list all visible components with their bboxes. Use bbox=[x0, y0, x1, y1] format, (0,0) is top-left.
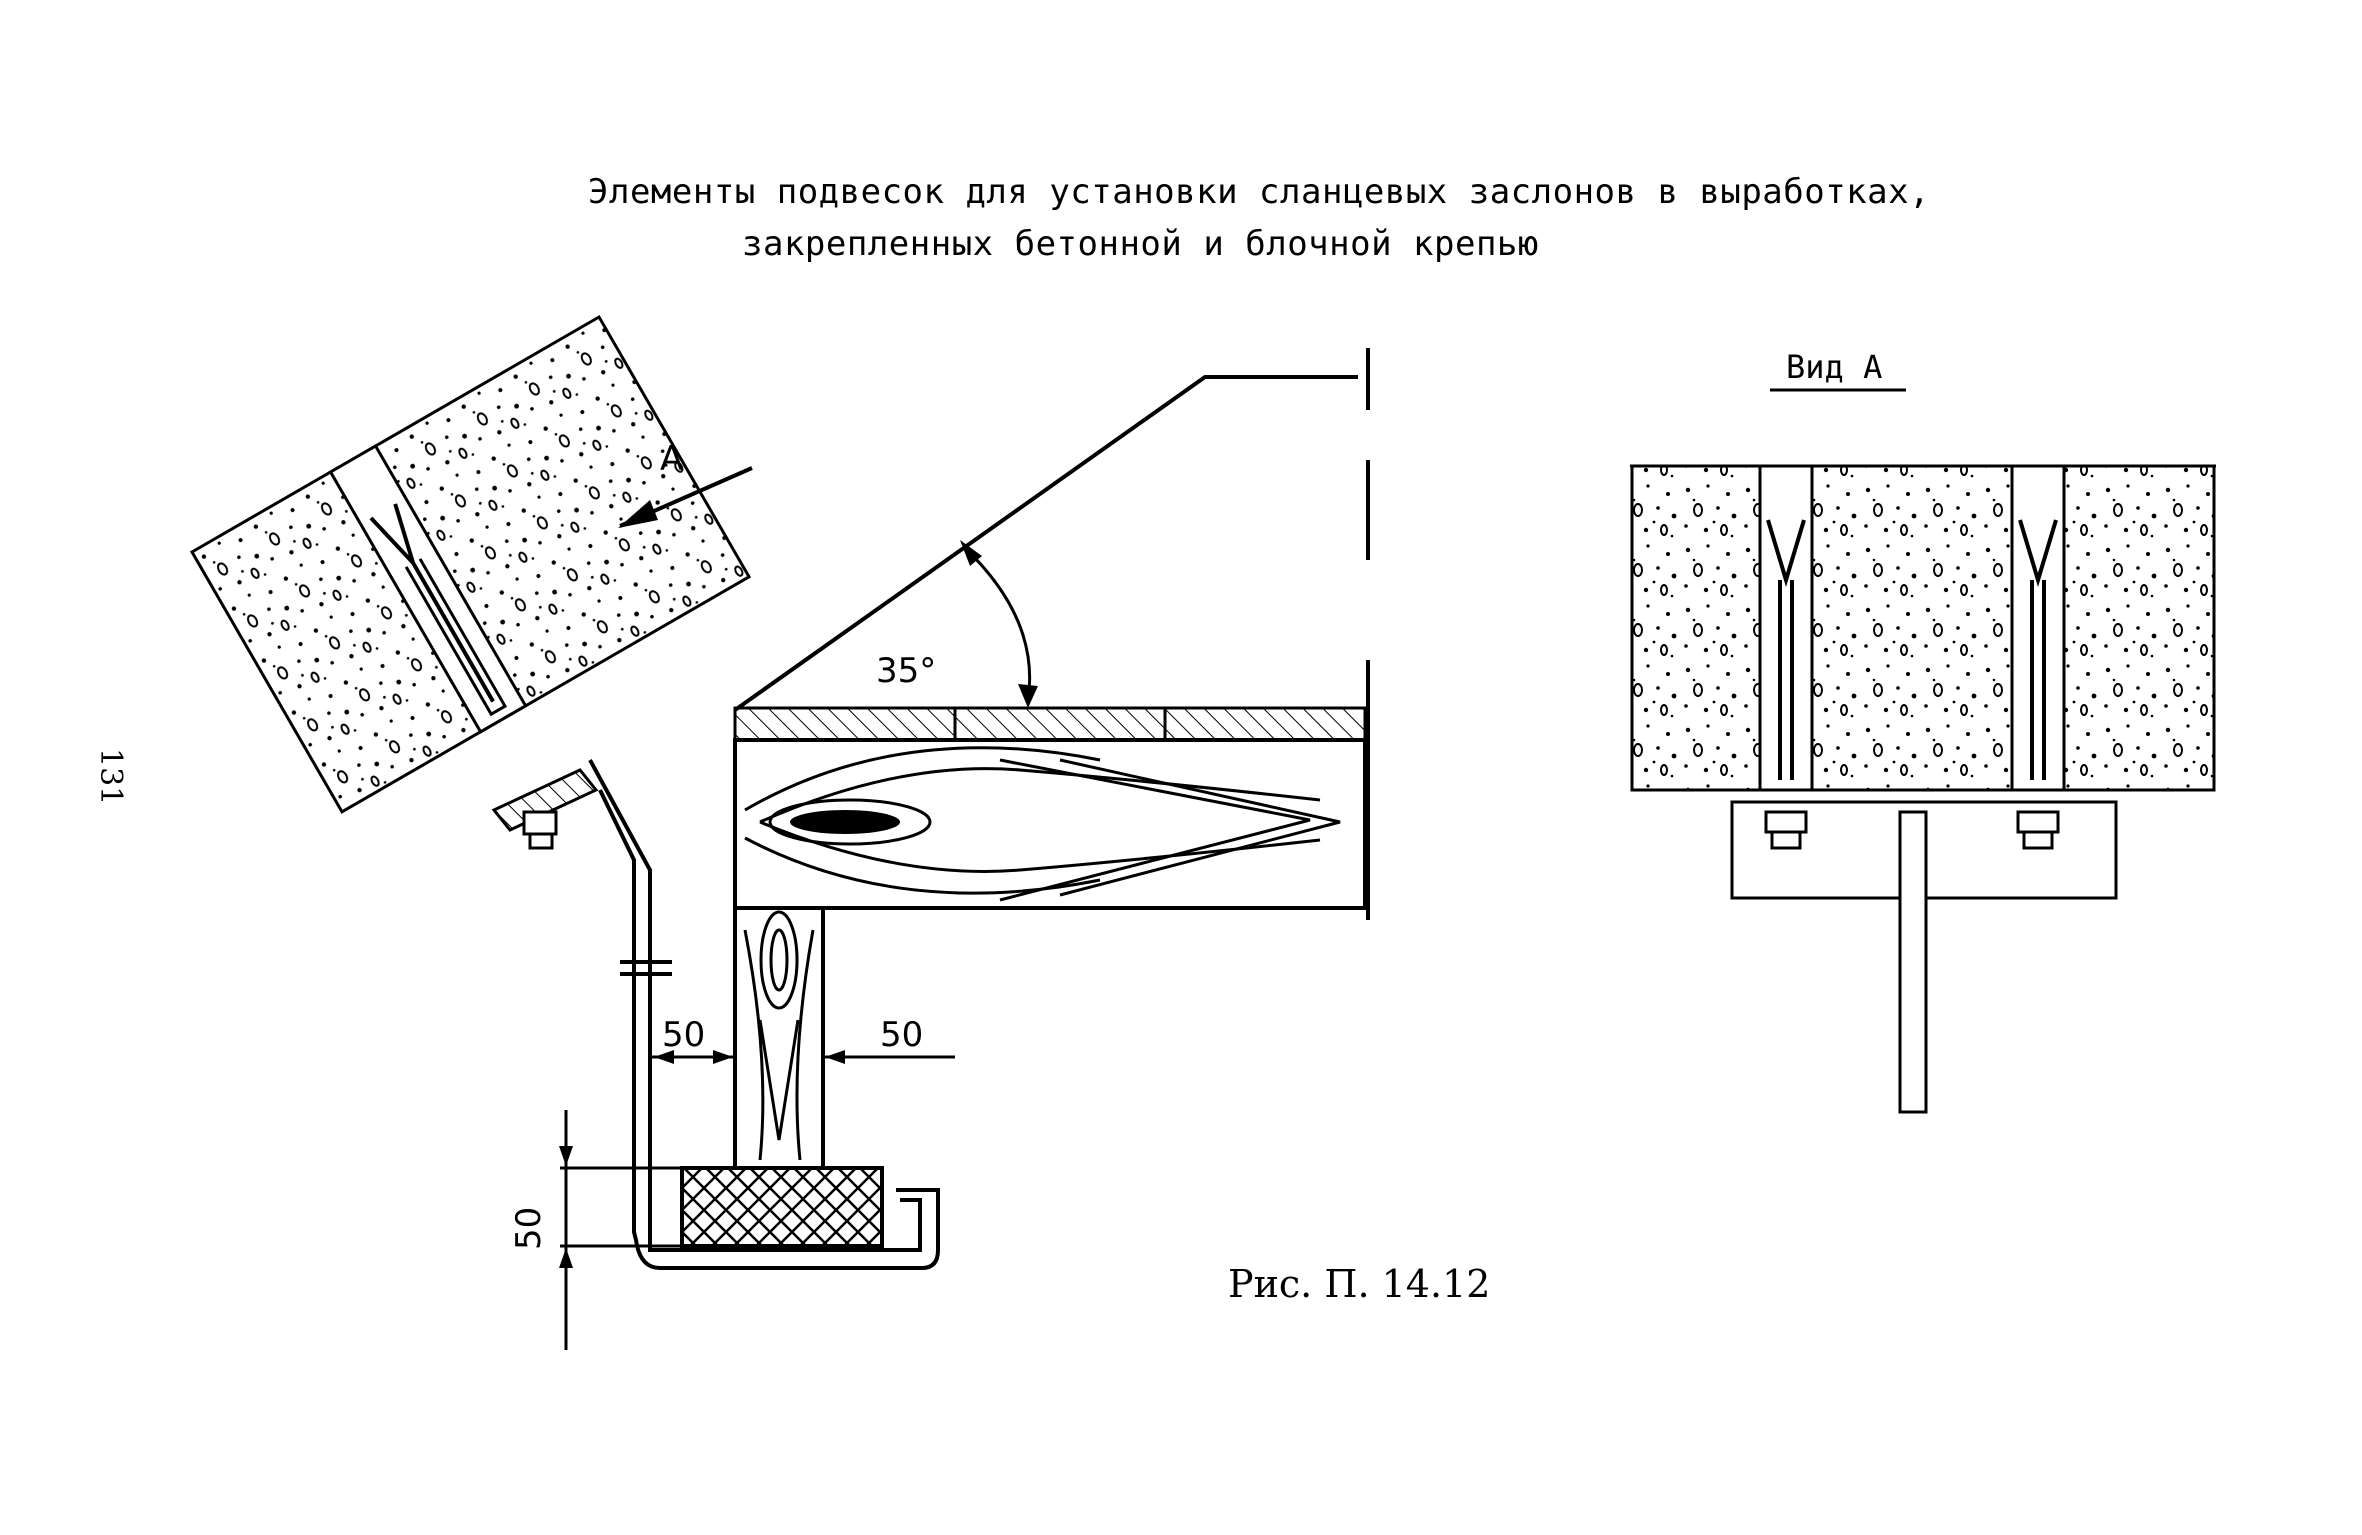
anchor-nut-left bbox=[491, 768, 599, 850]
view-arrow-label: A bbox=[660, 439, 683, 479]
tilted-concrete-block bbox=[189, 314, 752, 814]
angle-indicator: 35° bbox=[876, 540, 1038, 708]
figure-caption: Рис. П. 14.12 bbox=[1228, 1262, 1491, 1306]
view-arrow-a: A bbox=[618, 439, 753, 528]
angle-label: 35° bbox=[876, 651, 936, 691]
top-board bbox=[733, 706, 1367, 742]
figure-title-line-2: закрепленных бетонной и блочной крепью bbox=[742, 224, 1539, 264]
view-a-title: Вид А bbox=[1786, 348, 1882, 386]
dimension-arrows bbox=[559, 1050, 845, 1268]
dim-label-left: 50 bbox=[662, 1015, 705, 1055]
vertical-post bbox=[733, 906, 825, 1170]
view-a: Вид А bbox=[1630, 348, 2216, 1114]
figure-title-line-1: Элементы подвесок для установки сланцевы… bbox=[588, 172, 1931, 212]
roof-outline bbox=[733, 348, 1370, 920]
hanger-rod bbox=[588, 759, 940, 1270]
dim-label-right: 50 bbox=[880, 1015, 923, 1055]
timber-beam bbox=[733, 738, 1367, 910]
dim-label-vertical: 50 bbox=[509, 1207, 549, 1250]
bottom-timber-block bbox=[680, 1166, 884, 1248]
